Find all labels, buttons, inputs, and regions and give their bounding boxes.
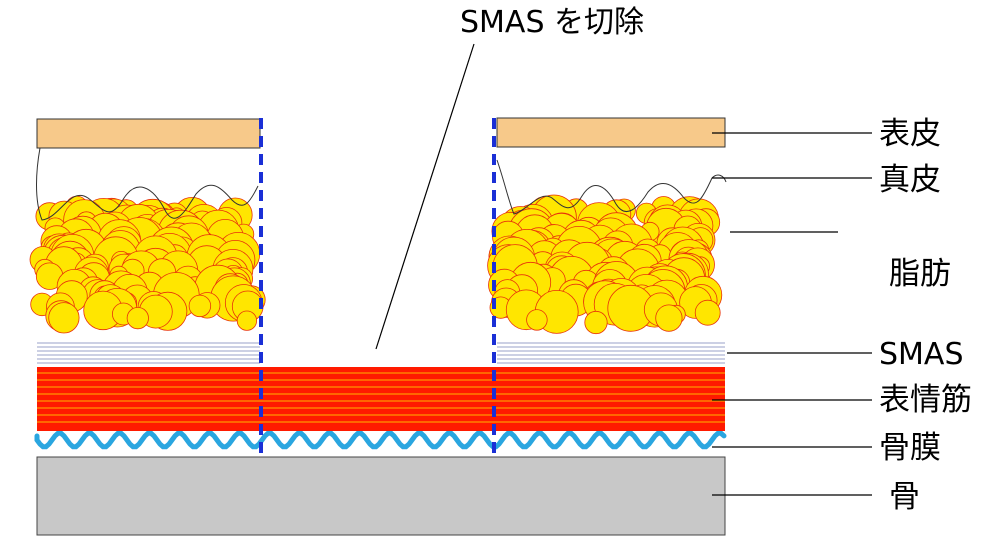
label-periosteum: 骨膜 bbox=[879, 430, 941, 466]
fat-cell bbox=[655, 304, 683, 332]
smas-lines bbox=[37, 342, 725, 364]
label-epidermis: 表皮 bbox=[879, 116, 941, 152]
fat-cell bbox=[188, 294, 212, 318]
muscle-layer bbox=[37, 367, 725, 431]
fat-cell bbox=[694, 299, 721, 326]
dermis-outline-right bbox=[496, 159, 727, 215]
fat-cell bbox=[126, 306, 149, 330]
diagram-title: SMAS を切除 bbox=[460, 5, 644, 40]
label-muscle: 表情筋 bbox=[879, 382, 972, 418]
bone-layer bbox=[36, 456, 726, 536]
muscle-stripes bbox=[37, 372, 725, 423]
epidermis-left bbox=[36, 118, 261, 149]
periosteum-wave bbox=[34, 430, 727, 450]
fat-cell bbox=[526, 309, 548, 331]
fat-cell bbox=[236, 310, 257, 331]
title-pointer-line bbox=[375, 43, 475, 350]
fat-cell bbox=[48, 302, 80, 334]
label-fat: 脂肪 bbox=[889, 256, 951, 292]
label-bone: 骨 bbox=[889, 479, 920, 515]
label-smas: SMAS bbox=[879, 337, 964, 372]
epidermis-right bbox=[496, 117, 726, 148]
fat-cluster-left bbox=[29, 195, 266, 334]
fat-cell bbox=[584, 310, 608, 335]
label-dermis: 真皮 bbox=[879, 162, 941, 198]
fat-cluster-right bbox=[487, 194, 723, 335]
dermis-outline-left bbox=[36, 147, 259, 221]
